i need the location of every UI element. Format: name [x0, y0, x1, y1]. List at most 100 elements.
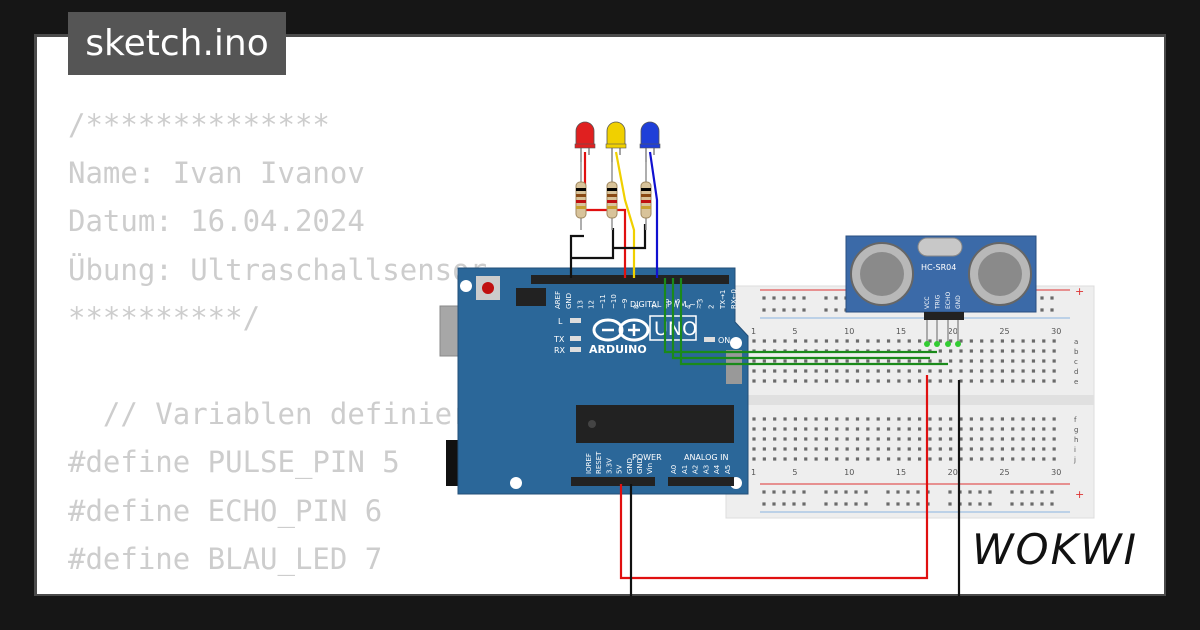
breadboard-hole	[866, 457, 870, 461]
breadboard-hole	[752, 359, 756, 363]
breadboard-hole	[969, 457, 973, 461]
rail-hole	[896, 502, 900, 506]
digital-pin-label: TX→1	[719, 290, 727, 310]
icsp-header-right	[726, 350, 742, 384]
code-line: Übung: Ultraschallsensor	[68, 252, 488, 287]
breadboard-hole	[1031, 457, 1036, 461]
breadboard-hole	[855, 339, 860, 343]
wire-green-data[interactable]	[679, 278, 948, 366]
breadboard-hole	[1021, 417, 1025, 421]
breadboard-hole	[793, 359, 797, 363]
sensor-pin-label: TRIG	[934, 294, 941, 310]
yellow-led[interactable]	[605, 121, 627, 162]
breadboard-hole	[783, 437, 787, 441]
breadboard-hole	[928, 447, 932, 451]
red-led[interactable]	[574, 121, 596, 162]
breadboard-hole	[1011, 447, 1015, 451]
breadboard-hole	[804, 359, 808, 363]
leds[interactable]	[574, 121, 661, 230]
breadboard-hole	[824, 339, 829, 343]
resistor-band	[641, 194, 651, 197]
wire-yellow-led[interactable]	[614, 151, 636, 278]
breadboard-hole	[1011, 339, 1015, 343]
breadboard-hole	[928, 339, 932, 343]
breadboard-hole	[783, 339, 787, 343]
resistor[interactable]	[606, 162, 618, 230]
breadboard-hole	[835, 379, 839, 383]
column-number: 1	[751, 468, 756, 477]
breadboard-hole	[824, 369, 829, 373]
column-number: 20	[948, 468, 958, 477]
breadboard-hole	[1011, 379, 1015, 383]
breadboard-hole	[783, 417, 787, 421]
l-led	[570, 318, 581, 323]
breadboard-hole	[980, 447, 984, 451]
transducer-right-mesh	[978, 252, 1022, 296]
mount-hole	[730, 337, 742, 349]
breadboard-hole	[752, 339, 756, 343]
row-letter: c	[1074, 358, 1078, 366]
breadboard-hole	[1000, 369, 1004, 373]
breadboard-hole	[918, 437, 922, 441]
breadboard-hole	[959, 427, 963, 431]
digital-pin-label: 7	[652, 305, 660, 309]
wire-red-5v[interactable]	[619, 375, 929, 580]
breadboard-hole	[773, 427, 777, 431]
uno-label: UNO	[654, 318, 697, 340]
breadboard-hole	[1000, 339, 1004, 343]
breadboard-hole	[824, 457, 829, 461]
code-line: #define GELB_LED 8	[68, 583, 505, 594]
on-label: ON	[718, 336, 730, 345]
wokwi-logo-text: WOKWI	[972, 525, 1139, 574]
rail-hole	[844, 502, 848, 506]
breadboard-hole	[1042, 379, 1046, 383]
resistor[interactable]	[640, 162, 652, 230]
digital-pin-label: 8	[632, 305, 640, 309]
wire-black-gnd-led1[interactable]	[569, 234, 584, 278]
column-number: 5	[792, 468, 797, 477]
rail-hole	[762, 502, 766, 506]
rail-hole	[802, 308, 806, 312]
breadboard-hole	[1031, 349, 1036, 353]
breadboard-hole	[804, 457, 808, 461]
power-pin-label: IOREF	[585, 453, 593, 474]
breadboard-hole	[855, 457, 860, 461]
breadboard-hole	[1052, 457, 1056, 461]
blue-led[interactable]	[639, 121, 661, 162]
breadboard-hole	[1000, 349, 1004, 353]
reset-button-cap	[482, 282, 494, 294]
file-tab[interactable]: sketch.ino	[68, 12, 286, 75]
breadboard-hole	[1021, 359, 1025, 363]
breadboard-hole	[773, 457, 777, 461]
rail-hole	[906, 502, 910, 506]
wire-black-gnd-led3[interactable]	[613, 224, 647, 250]
breadboard-hole	[1052, 359, 1056, 363]
analog-pin-label: A5	[724, 465, 732, 474]
breadboard-hole	[814, 339, 818, 343]
breadboard-hole	[990, 349, 994, 353]
breadboard-hole	[824, 417, 829, 421]
wire-green-echo[interactable]	[671, 278, 930, 360]
pin-contact	[945, 341, 951, 347]
breadboard-hole	[866, 427, 870, 431]
resistor[interactable]	[575, 162, 587, 230]
wire-black-gnd-led2[interactable]	[571, 228, 615, 260]
wokwi-logo: WOKWI	[972, 525, 1138, 574]
rail-hole	[834, 308, 838, 312]
wire-green-trig[interactable]	[663, 278, 937, 354]
breadboard-hole	[990, 369, 994, 373]
breadboard-hole	[990, 359, 994, 363]
rail-hole	[834, 490, 838, 494]
breadboard-hole	[876, 359, 880, 363]
wire-red-led[interactable]	[583, 152, 627, 278]
breadboard-hole	[752, 427, 756, 431]
breadboard-hole	[793, 379, 797, 383]
breadboard-hole	[752, 437, 756, 441]
rail-hole	[834, 296, 838, 300]
wire-blue-led[interactable]	[648, 151, 659, 278]
